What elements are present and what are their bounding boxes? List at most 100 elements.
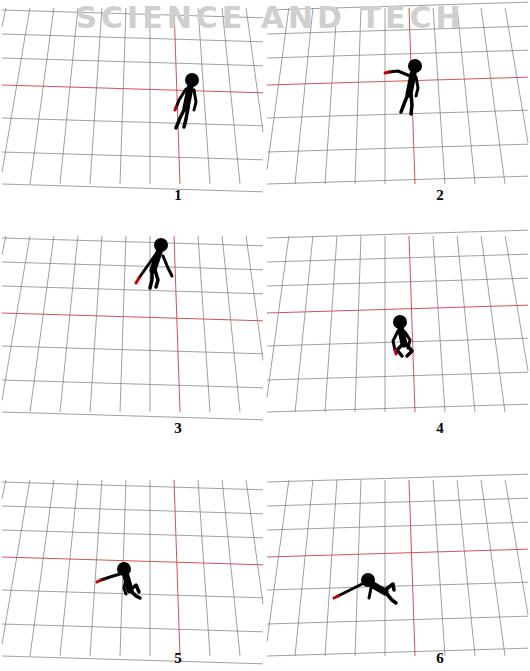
figure-pose-6 [334,573,396,603]
grid-line [30,480,54,656]
panel-number: 4 [436,420,444,437]
grid-line [2,8,6,27]
grid-line [267,77,528,85]
grid-line [267,522,528,530]
grid-line [222,236,240,412]
grid-line [60,8,78,184]
grid-line [457,236,475,412]
grid-line [30,236,54,412]
grid-line [174,480,180,656]
grid-line [267,176,528,184]
grid-line [267,144,528,152]
grid-line [267,338,528,346]
grid-line [2,590,263,598]
grid-line [2,236,6,255]
grid-line [267,549,528,557]
grid-line [267,648,528,656]
grid-line [267,50,528,58]
figure-pose-1 [175,73,199,128]
grid-line [2,530,263,538]
grid-line [60,480,78,656]
grid-line [2,118,263,126]
panel-number: 5 [174,650,182,667]
grid-line [2,624,263,632]
stick-figures [97,59,422,603]
grid-line [325,236,337,412]
grid-line [2,238,263,246]
grid-line [267,404,528,412]
grid-line [2,286,263,294]
grid-line [246,236,263,360]
grid-line [267,582,528,590]
grid-line [267,372,528,380]
figure-pose-4 [393,315,412,356]
grid-line [2,313,263,321]
grid-line [222,480,240,656]
grid-line [2,85,263,93]
grid-line [295,236,313,412]
grid-line [267,230,528,238]
grid-line [505,8,528,143]
grid-line [150,480,151,656]
grid-line [385,236,386,412]
grid-line [2,557,263,565]
grid-line [2,184,263,192]
grid-line [325,480,337,656]
grid-line [481,8,505,184]
grid-line [409,236,415,412]
grid-line [2,380,263,388]
grid-line [267,474,528,482]
grid-line [433,480,445,656]
panel-number: 3 [174,420,182,437]
grid-line [433,236,445,412]
grid-line [30,8,54,184]
grid-line [90,236,102,412]
grid-line [90,480,102,656]
grid-line [355,236,361,412]
grid-line [198,236,210,412]
grid-line [174,236,180,412]
grid-line [457,480,475,656]
grid-line [60,236,78,412]
panel-number: 1 [174,187,182,204]
grid-line [2,34,263,42]
grid-line [355,480,361,656]
grid-line [2,480,6,499]
grid-line [2,152,263,160]
grid-line [2,236,30,400]
grid-line [505,480,528,615]
grid-line [2,656,263,664]
grid-line [2,58,263,66]
grid-line [267,236,289,397]
watermark: SCIENCE AND TECH [75,0,464,35]
panel-number: 6 [436,650,444,667]
grid-line [2,346,263,354]
grid-line [120,236,126,412]
grid-line [385,480,386,656]
figure-pose-2 [385,59,422,114]
grid-line [2,480,30,644]
grid-line [267,110,528,118]
perspective-grid [2,2,528,664]
grid-line [2,482,263,490]
figure-pose-5 [97,562,140,598]
grid-line [2,506,263,514]
grid-line [267,480,289,641]
grid-line [267,498,528,506]
grid-line [246,480,263,604]
grid-line [267,254,528,262]
grid-line [267,616,528,624]
figure-pose-3 [136,238,172,288]
grid-line [267,278,528,286]
grid-line [2,8,30,172]
grid-line [505,236,528,371]
grid-line [198,480,210,656]
grid-line [295,480,313,656]
grid-line [2,262,263,270]
grid-line [267,305,528,313]
grid-line [2,412,263,420]
grid-line [481,236,505,412]
panel-number: 2 [436,187,444,204]
grid-line [409,480,415,656]
